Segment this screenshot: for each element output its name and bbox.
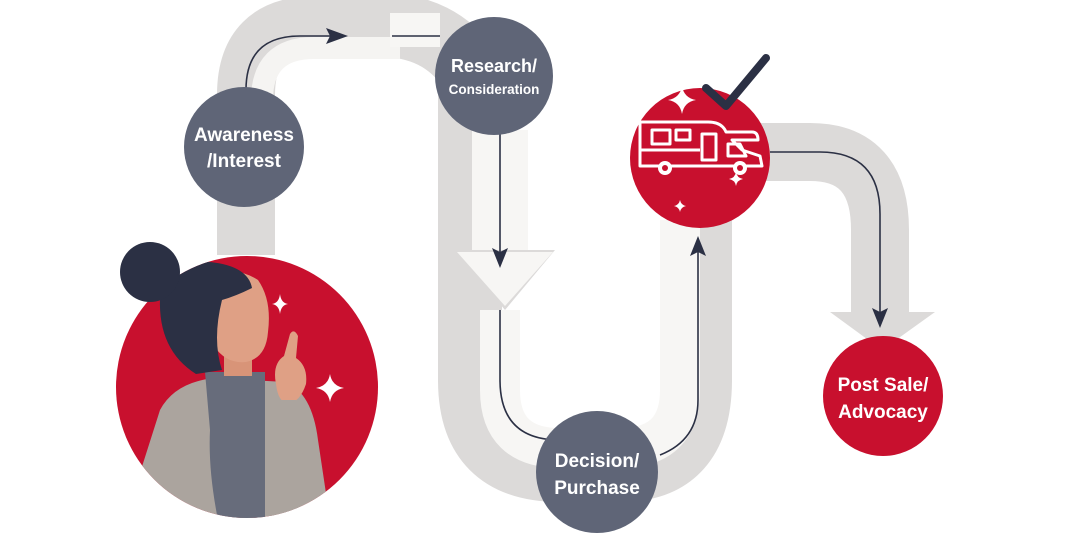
sparkle-icon <box>668 86 696 114</box>
rv-badge-circle <box>630 88 770 228</box>
stage-awareness: Awareness /Interest <box>184 87 304 207</box>
guide-arrowheads <box>326 28 888 328</box>
stage-decision-label-line1: Decision/ <box>555 451 640 472</box>
sparkle-icon <box>272 294 288 314</box>
guide-awareness-to-top <box>245 35 336 200</box>
stage-research-label-line1: Research/ <box>451 56 537 76</box>
woman-hair-bun <box>120 242 180 302</box>
thinking-woman-illustration <box>116 242 378 518</box>
sparkle-icon <box>729 172 743 186</box>
sparkle-icon <box>674 200 686 212</box>
woman-sleeve <box>270 400 300 518</box>
motorhome-door <box>700 132 718 162</box>
checkmark-icon <box>702 54 770 110</box>
stage-postsale: Post Sale/ Advocacy <box>823 336 943 456</box>
stage-research: Research/ Consideration <box>435 17 553 135</box>
stage-research-circle <box>435 17 553 135</box>
stage-awareness-label-line2: /Interest <box>207 151 282 172</box>
stage-research-label-line2: Consideration <box>449 82 540 97</box>
woman-hair <box>159 261 252 374</box>
motorhome-cab-window <box>726 142 748 158</box>
stage-decision-label-line2: Purchase <box>554 478 640 499</box>
stage-postsale-circle <box>823 336 943 456</box>
stage-awareness-label-line1: Awareness <box>194 125 294 146</box>
arrow-right-icon <box>326 28 348 44</box>
guide-to-postsale <box>770 151 881 318</box>
motorhome-window-side <box>674 128 692 142</box>
arrow-down-icon <box>492 248 508 268</box>
stage-postsale-label-line2: Advocacy <box>838 402 928 423</box>
arrow-up-icon <box>690 236 706 256</box>
stage-decision: Decision/ Purchase <box>536 411 658 533</box>
lane-arrowhead <box>457 252 553 306</box>
guide-decision-up <box>659 248 699 456</box>
road-right-curve <box>760 123 909 320</box>
sparkle-icon <box>316 374 344 402</box>
woman-scarf <box>205 372 265 518</box>
road-arrowhead-postsale <box>830 312 935 350</box>
woman-hand <box>275 331 307 404</box>
stage-decision-circle <box>536 411 658 533</box>
stage-awareness-circle <box>184 87 304 207</box>
motorhome-window-rear <box>650 128 672 146</box>
stage-postsale-label-line1: Post Sale/ <box>838 375 930 396</box>
rv-purchase-badge <box>630 54 770 228</box>
arrow-down-postsale-icon <box>872 308 888 328</box>
motorhome-icon <box>638 120 764 168</box>
